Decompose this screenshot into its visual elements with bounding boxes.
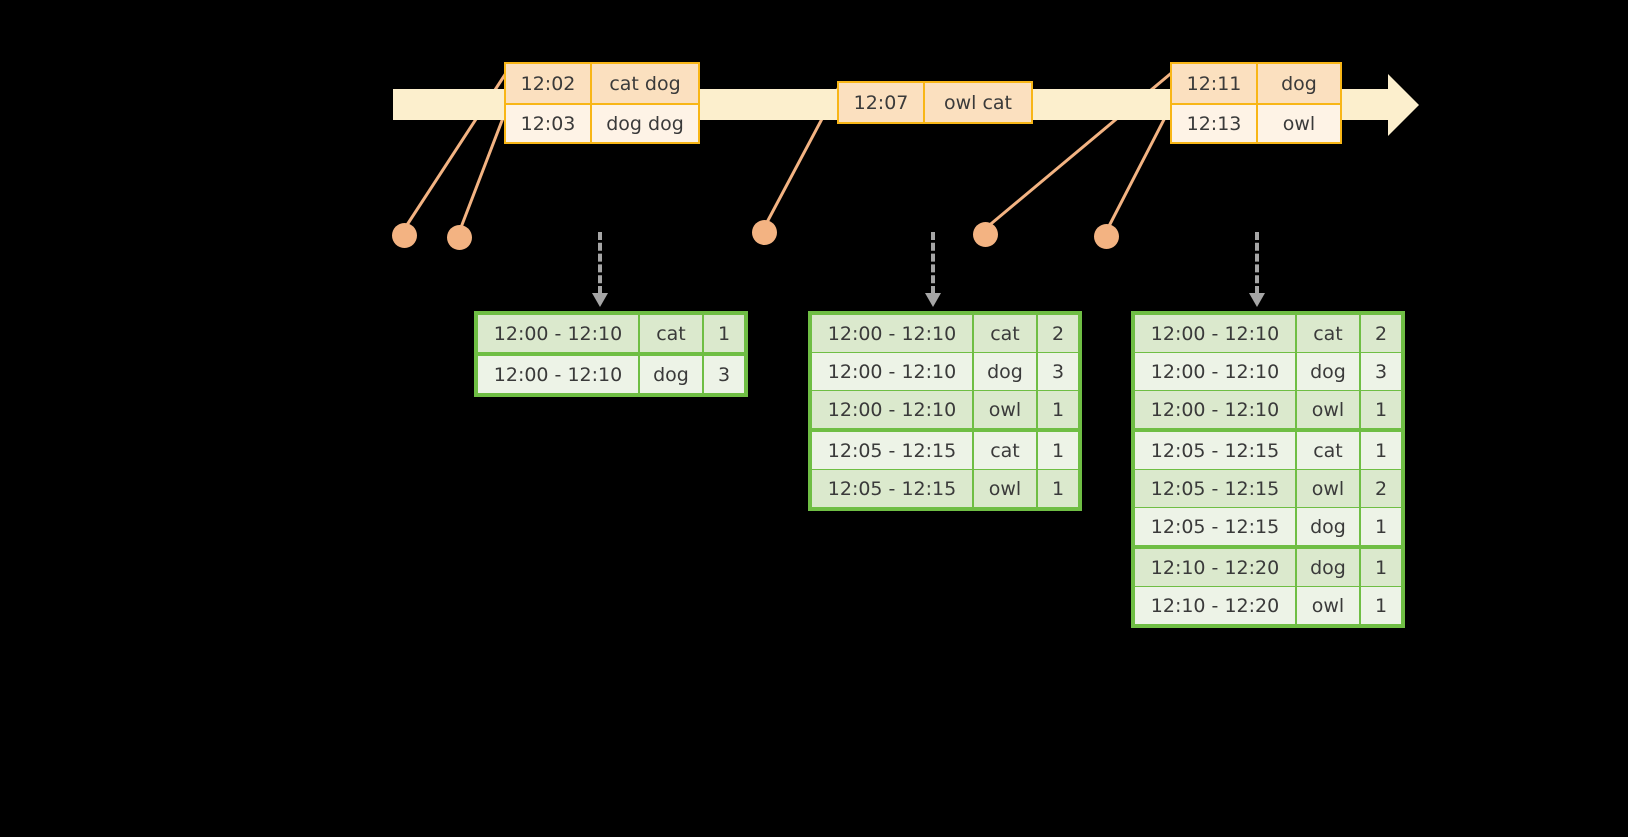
cell-window: 12:00 - 12:10 [812, 391, 972, 428]
cell-window: 12:00 - 12:10 [1135, 315, 1295, 352]
cell-word: cat [1297, 432, 1359, 469]
cell-window: 12:05 - 12:15 [1135, 508, 1295, 545]
cell-count: 2 [1361, 315, 1401, 352]
table-row[interactable]: 12:00 - 12:10 cat 2 [812, 315, 1078, 352]
timeline-arrowhead-icon [1388, 74, 1419, 136]
event-group-3[interactable]: 12:11 dog 12:13 owl [1170, 62, 1342, 144]
result-table-3[interactable]: 12:00 - 12:10 cat 2 12:00 - 12:10 dog 3 … [1131, 311, 1405, 628]
table-row[interactable]: 12:00 - 12:10 cat 2 [1135, 315, 1401, 352]
cell-word: owl [1297, 391, 1359, 428]
cell-word: dog [1297, 353, 1359, 390]
event-time: 12:13 [1172, 105, 1258, 142]
cell-count: 1 [1361, 391, 1401, 428]
table-row[interactable]: 12:05 - 12:15 owl 2 [1135, 470, 1401, 507]
event-words: cat dog [592, 64, 698, 103]
cell-window: 12:10 - 12:20 [1135, 587, 1295, 624]
cell-count: 3 [1038, 353, 1078, 390]
result-table-1[interactable]: 12:00 - 12:10 cat 1 12:00 - 12:10 dog 3 [474, 311, 748, 397]
table-row[interactable]: 12:05 - 12:15 dog 1 [1135, 508, 1401, 545]
event-row[interactable]: 12:02 cat dog [506, 64, 698, 103]
event-row[interactable]: 12:13 owl [1172, 103, 1340, 142]
cell-word: dog [640, 356, 702, 393]
cell-window: 12:00 - 12:10 [478, 315, 638, 352]
cell-word: cat [974, 315, 1036, 352]
cell-word: dog [1297, 508, 1359, 545]
event-group-1[interactable]: 12:02 cat dog 12:03 dog dog [504, 62, 700, 144]
event-time: 12:07 [839, 83, 925, 122]
table-row[interactable]: 12:00 - 12:10 dog 3 [1135, 353, 1401, 390]
event-time: 12:03 [506, 105, 592, 142]
cell-word: cat [640, 315, 702, 352]
cell-count: 1 [1361, 549, 1401, 586]
result-table-2[interactable]: 12:00 - 12:10 cat 2 12:00 - 12:10 dog 3 … [808, 311, 1082, 511]
flow-arrow-3 [1249, 232, 1265, 307]
event-row[interactable]: 12:11 dog [1172, 64, 1340, 103]
cell-count: 1 [1038, 391, 1078, 428]
cell-window: 12:05 - 12:15 [812, 432, 972, 469]
cell-count: 2 [1361, 470, 1401, 507]
cell-window: 12:05 - 12:15 [1135, 432, 1295, 469]
cell-word: owl [974, 470, 1036, 507]
event-group-2[interactable]: 12:07 owl cat [837, 81, 1033, 124]
connector-dot [1094, 224, 1119, 249]
event-time: 12:11 [1172, 64, 1258, 103]
table-row[interactable]: 12:00 - 12:10 owl 1 [812, 391, 1078, 428]
cell-window: 12:00 - 12:10 [812, 353, 972, 390]
cell-window: 12:00 - 12:10 [478, 356, 638, 393]
cell-word: owl [974, 391, 1036, 428]
event-row[interactable]: 12:07 owl cat [839, 83, 1031, 122]
table-row[interactable]: 12:05 - 12:15 cat 1 [1135, 432, 1401, 469]
cell-count: 1 [1361, 508, 1401, 545]
cell-count: 2 [1038, 315, 1078, 352]
cell-window: 12:10 - 12:20 [1135, 549, 1295, 586]
cell-count: 1 [1361, 432, 1401, 469]
table-row[interactable]: 12:00 - 12:10 dog 3 [478, 356, 744, 393]
connector-dot [752, 220, 777, 245]
event-words: owl [1258, 105, 1340, 142]
cell-window: 12:05 - 12:15 [1135, 470, 1295, 507]
cell-word: dog [1297, 549, 1359, 586]
event-words: dog [1258, 64, 1340, 103]
flow-arrow-1 [592, 232, 608, 307]
connector-dot [973, 222, 998, 247]
table-row[interactable]: 12:10 - 12:20 owl 1 [1135, 587, 1401, 624]
cell-window: 12:00 - 12:10 [1135, 353, 1295, 390]
cell-word: cat [974, 432, 1036, 469]
cell-word: dog [974, 353, 1036, 390]
event-time: 12:02 [506, 64, 592, 103]
table-row[interactable]: 12:10 - 12:20 dog 1 [1135, 549, 1401, 586]
event-words: owl cat [925, 83, 1031, 122]
cell-window: 12:05 - 12:15 [812, 470, 972, 507]
cell-count: 1 [1361, 587, 1401, 624]
flow-arrow-2 [925, 232, 941, 307]
cell-window: 12:00 - 12:10 [812, 315, 972, 352]
table-row[interactable]: 12:00 - 12:10 cat 1 [478, 315, 744, 352]
table-row[interactable]: 12:00 - 12:10 dog 3 [812, 353, 1078, 390]
connector-dot [447, 225, 472, 250]
cell-word: cat [1297, 315, 1359, 352]
event-row[interactable]: 12:03 dog dog [506, 103, 698, 142]
cell-count: 1 [1038, 470, 1078, 507]
cell-count: 3 [1361, 353, 1401, 390]
cell-count: 1 [1038, 432, 1078, 469]
cell-word: owl [1297, 587, 1359, 624]
cell-count: 3 [704, 356, 744, 393]
cell-word: owl [1297, 470, 1359, 507]
connector-dot [392, 223, 417, 248]
event-words: dog dog [592, 105, 698, 142]
cell-window: 12:00 - 12:10 [1135, 391, 1295, 428]
table-row[interactable]: 12:05 - 12:15 cat 1 [812, 432, 1078, 469]
table-row[interactable]: 12:00 - 12:10 owl 1 [1135, 391, 1401, 428]
cell-count: 1 [704, 315, 744, 352]
table-row[interactable]: 12:05 - 12:15 owl 1 [812, 470, 1078, 507]
